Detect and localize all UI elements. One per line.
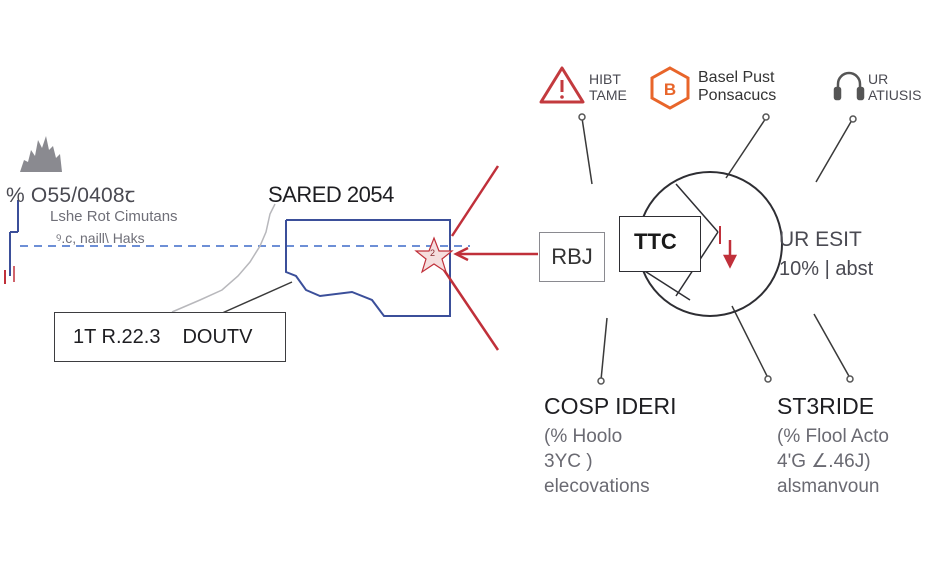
left-subtitle-2: ꝰ.c, naill\ Haks <box>56 230 145 246</box>
column-1-line-2: 3YC ) <box>544 451 593 472</box>
chart-box <box>285 219 451 317</box>
bottom-column-1: COSP IDERI (% Hoolo 3YC ) elecovations <box>544 393 677 499</box>
chart-value-box-left: 1T R.22.3 <box>73 325 161 348</box>
chart-value-box: 1T R.22.3 DOUTV <box>54 312 286 362</box>
star-marker-icon <box>414 236 454 274</box>
rbj-box: RBJ <box>539 232 605 282</box>
headphones-icon <box>833 71 865 101</box>
headphones-label-line2: ATIUSIS <box>868 87 922 103</box>
column-2-line-3: alsmanvoun <box>777 476 880 497</box>
bottom-column-2: ST3RIDE (% Flool Acto 4'G ∠.46J) alsmanv… <box>777 393 889 499</box>
bitcoin-label-line1: Basel Pust <box>698 69 775 86</box>
warning-label-line2: TAME <box>589 87 627 103</box>
warning-label-line1: HIBT <box>589 71 621 87</box>
column-1-title: COSP IDERI <box>544 393 677 419</box>
column-2-title: ST3RIDE <box>777 393 875 419</box>
marker-label: 2 <box>430 248 436 258</box>
bitcoin-label: Basel Pust Ponsacucs <box>698 69 776 105</box>
label-connector <box>219 281 293 315</box>
ttc-box: TTC <box>619 216 701 272</box>
headphones-label: UR ATIUSIS <box>868 71 921 103</box>
city-skyline-icon <box>20 136 62 172</box>
right-stat-title: UR ESIT <box>779 228 862 251</box>
right-stat-value: 10% | abst <box>779 258 874 280</box>
bitcoin-label-line2: Ponsacucs <box>698 87 777 104</box>
left-subtitle-1: Lshe Rot Cimutans <box>50 208 178 225</box>
column-1-line-1: (% Hoolo <box>544 426 623 447</box>
left-value: % O55/0408ꞇ <box>6 184 136 207</box>
bitcoin-icon: B <box>650 66 690 110</box>
warning-icon <box>539 66 585 104</box>
column-1-line-3: elecovations <box>544 476 650 497</box>
svg-text:B: B <box>664 80 676 99</box>
headphones-label-line1: UR <box>868 71 889 87</box>
left-spike-marks <box>4 200 19 284</box>
column-2-line-1: (% Flool Acto <box>777 426 889 447</box>
chart-value-box-right: DOUTV <box>182 325 253 348</box>
chart-title: SARED 2054 <box>268 182 394 207</box>
connector-dots <box>578 113 857 385</box>
red-arrows <box>442 165 538 351</box>
warning-label: HIBT TAME <box>589 71 627 103</box>
connector-lines <box>581 117 853 381</box>
faint-trend-line <box>171 203 276 313</box>
red-down-arrow-icon <box>719 226 738 269</box>
column-2-line-2: 4'G ∠.46J) <box>777 451 871 472</box>
